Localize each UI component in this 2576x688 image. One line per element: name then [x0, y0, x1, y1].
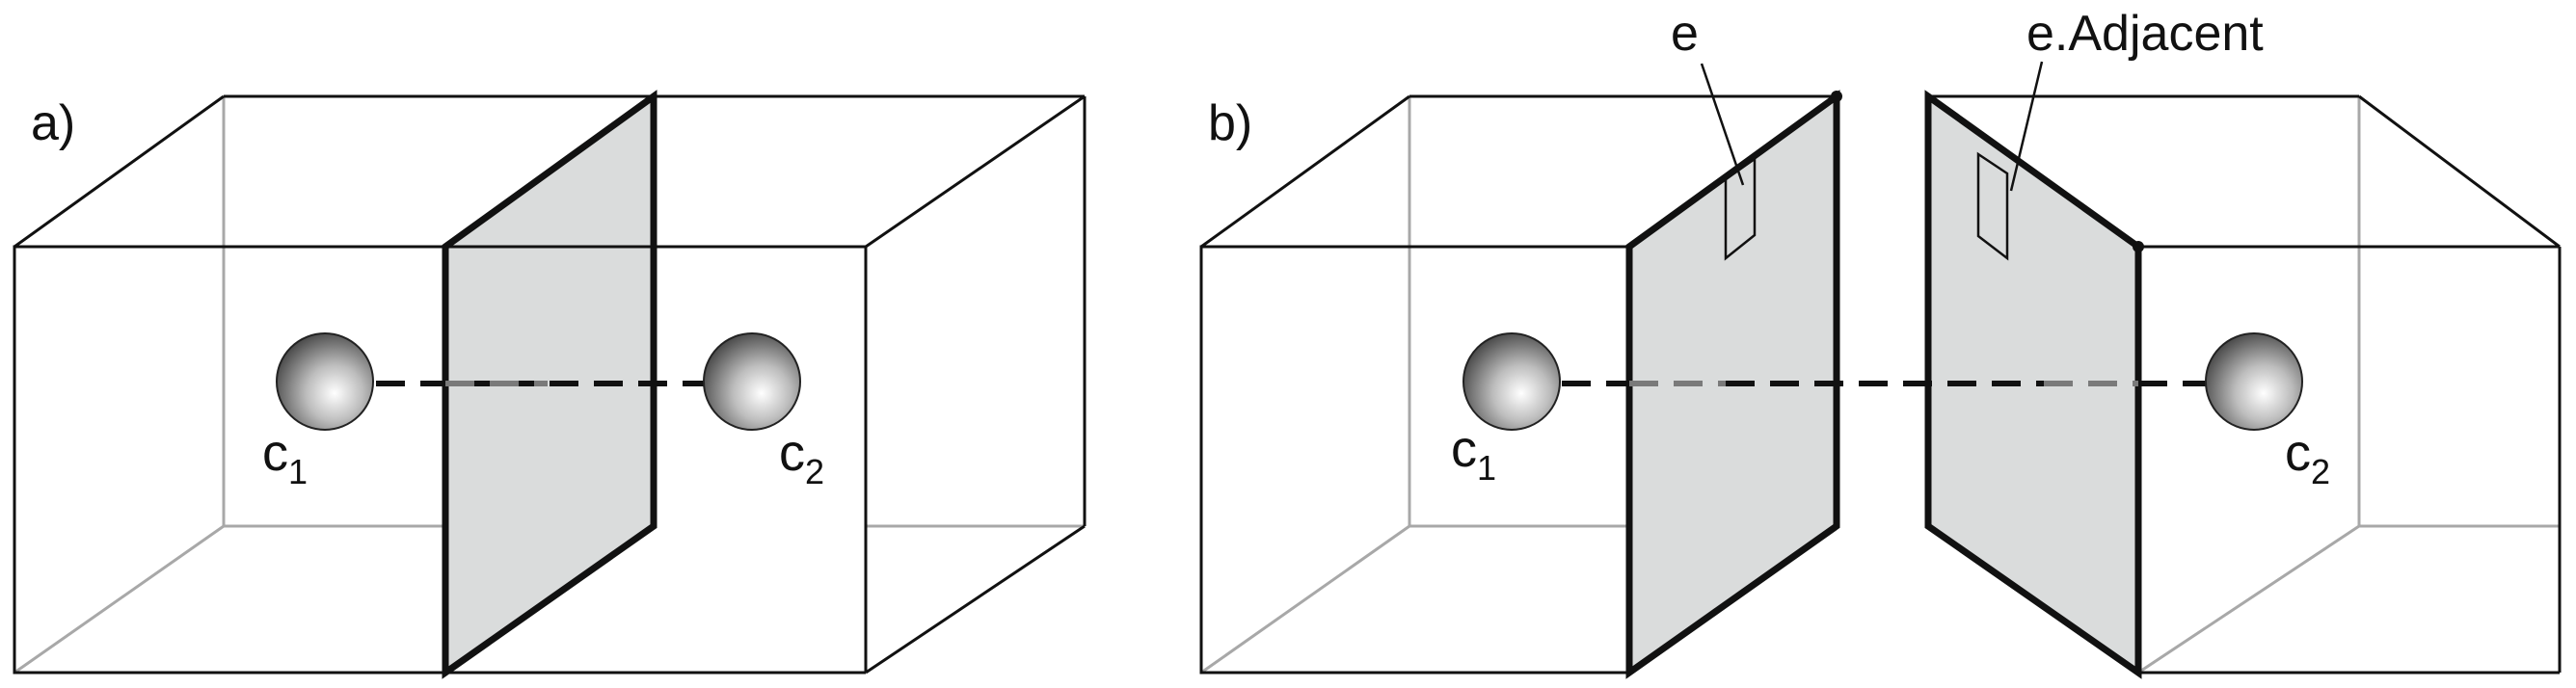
- panel-b-cell1-subscript: 1: [1477, 448, 1496, 488]
- panel-b-right-face: [1928, 96, 2138, 673]
- panel-b-edge-marker: [1724, 156, 1757, 261]
- panel-b-cell1-label: c1: [1451, 420, 1496, 488]
- panel-b-left-face-outline: [1625, 90, 1840, 679]
- panel-b-adjacent-label: e.Adjacent: [2026, 6, 2264, 62]
- panel-b-cell2-center: [2205, 332, 2303, 431]
- panel-b-edge-leader: [1700, 63, 1745, 186]
- panel-b-edge-label: e: [1671, 6, 1699, 62]
- panel-a-cell1-letter: c: [262, 424, 288, 482]
- panel-b-cell2-label: c2: [2285, 424, 2330, 491]
- panel-a-cell1-center: [276, 332, 374, 431]
- panel-a-cell1-label: c1: [262, 424, 308, 491]
- panel-a-label: a): [31, 95, 75, 151]
- panel-a-cell2-subscript: 2: [805, 452, 824, 491]
- panel-a-shared-face-outline: [442, 90, 657, 679]
- panel-b-cell2-letter: c: [2285, 424, 2311, 482]
- panel-a-cell2-letter: c: [779, 424, 805, 482]
- panel-a: a) c1 c2: [13, 90, 1087, 679]
- panel-b-adjacent-leader: [2009, 61, 2044, 192]
- panel-a-cell2-label: c2: [779, 424, 824, 491]
- panel-b-cell2-subscript: 2: [2311, 452, 2330, 491]
- panel-a-cell1-subscript: 1: [288, 452, 308, 491]
- panel-b-right-face-corner-dot: [2133, 241, 2144, 252]
- panel-b-cell1-letter: c: [1451, 420, 1477, 478]
- panel-b-cell1-center: [1462, 332, 1561, 431]
- panel-b: b) e e.Adjacent c1 c2: [1199, 6, 2562, 679]
- panel-a-cell2-center: [703, 332, 801, 431]
- panel-b-adjacent-edge-marker: [1976, 151, 2009, 261]
- panel-b-label: b): [1208, 95, 1252, 151]
- panel-b-left-face-corner-dot: [1831, 91, 1842, 102]
